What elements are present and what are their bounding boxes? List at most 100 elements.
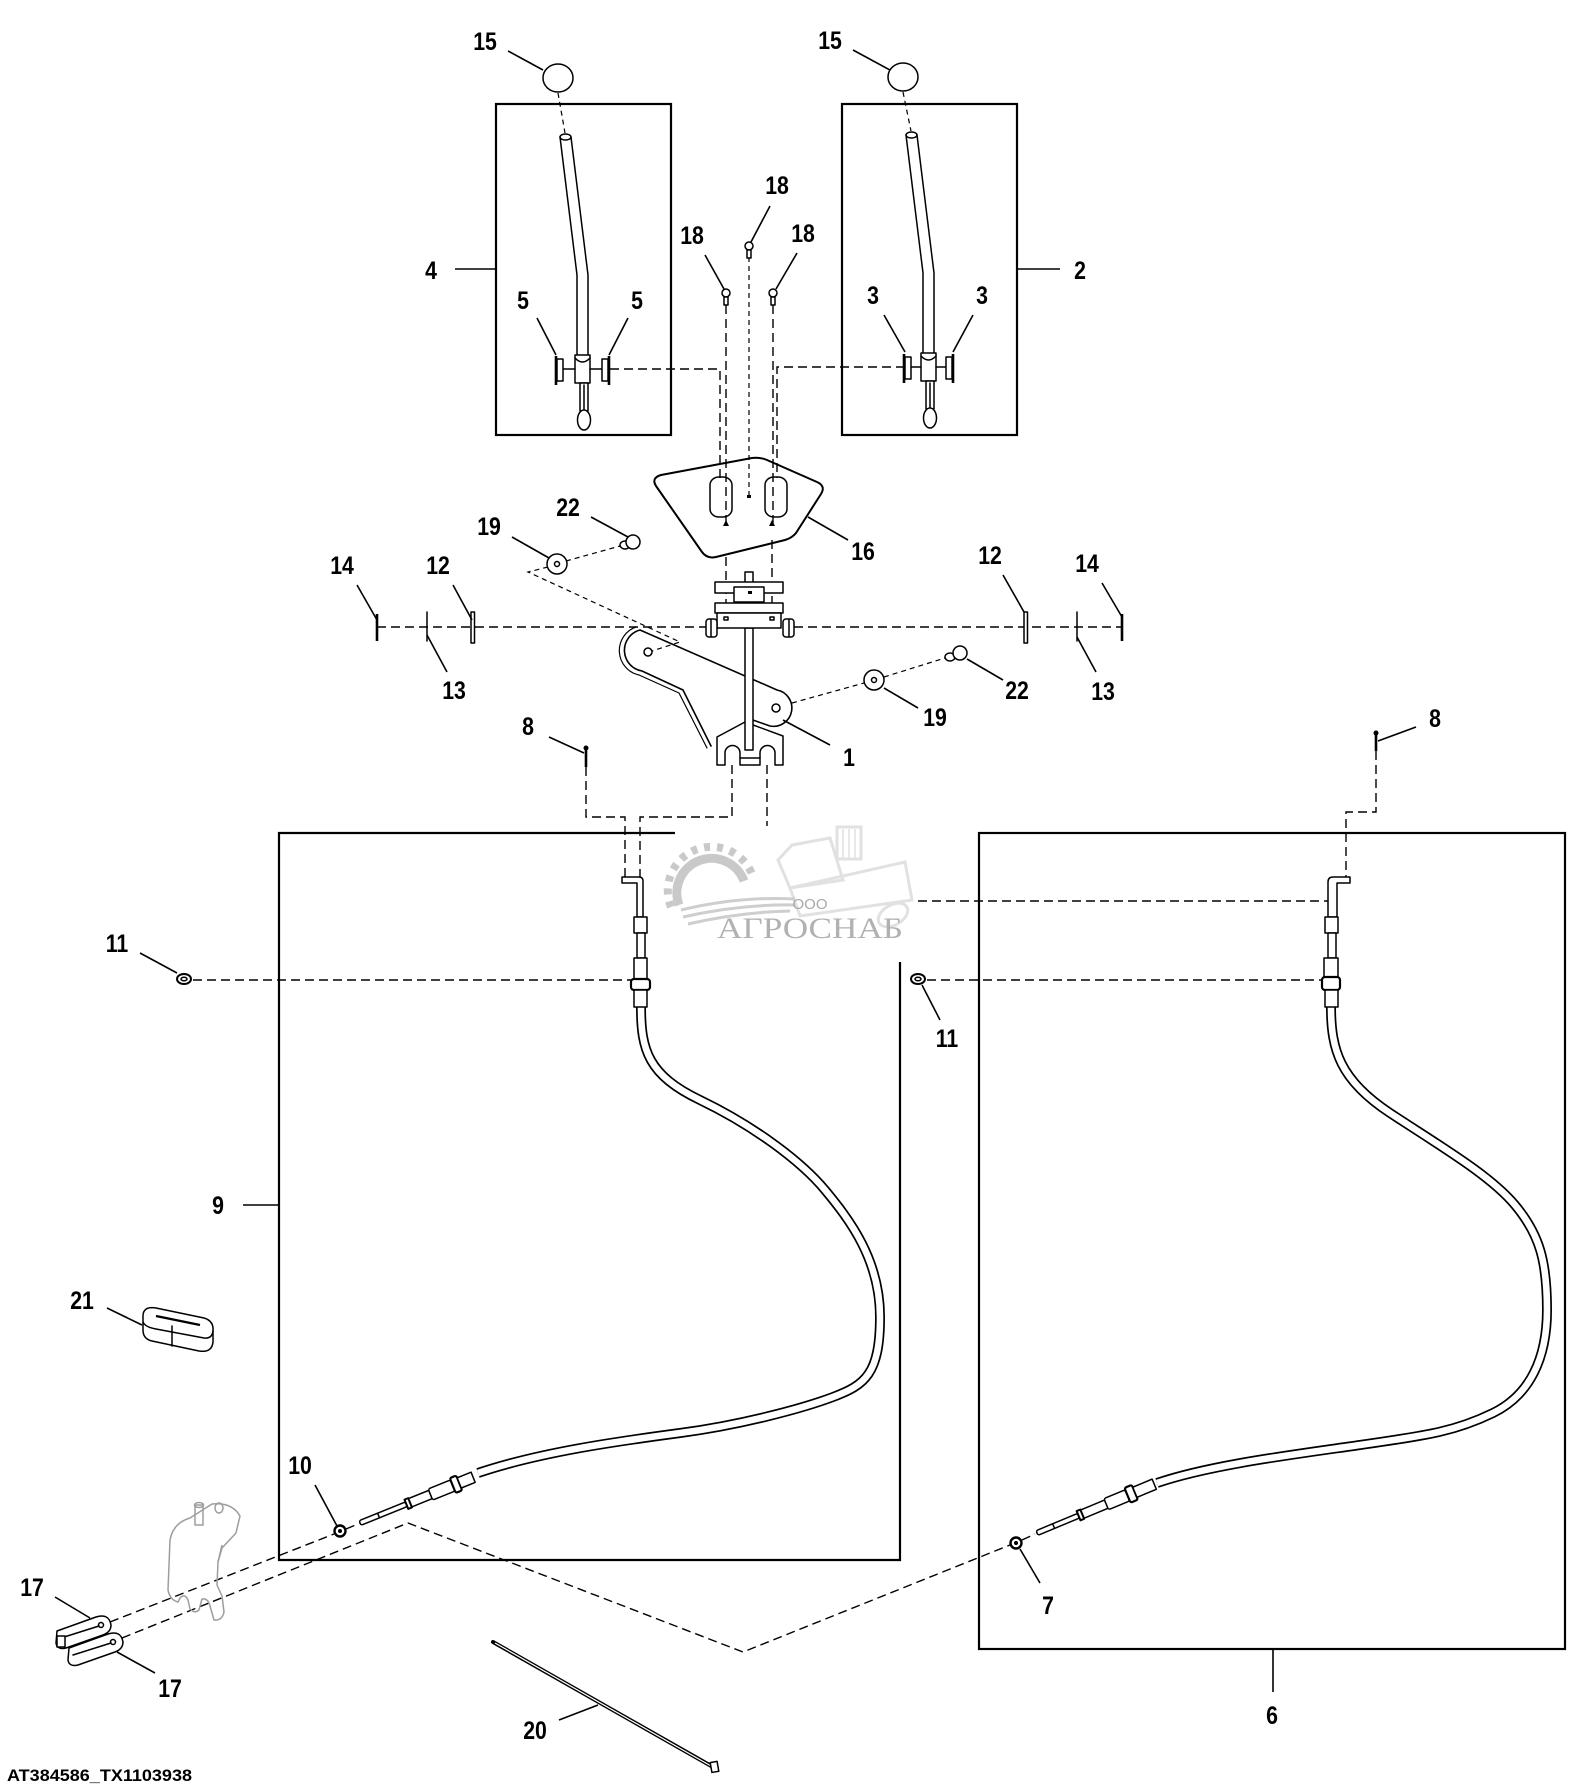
callout-washer-left: 19 xyxy=(477,512,501,540)
cable-ferrule xyxy=(1324,916,1339,934)
nut-10 xyxy=(333,1524,347,1538)
pin-head xyxy=(721,288,731,298)
plate-hole xyxy=(747,495,751,498)
pin-tip xyxy=(723,520,729,526)
gear-teeth xyxy=(663,842,756,909)
callout-knob-right: 15 xyxy=(818,26,842,54)
strap-21 xyxy=(142,1306,214,1353)
leader-line xyxy=(1019,1548,1041,1584)
leader-line xyxy=(1076,636,1097,673)
callout-nut-left: 11 xyxy=(106,929,129,957)
nut-7 xyxy=(1009,1536,1023,1550)
shaft-washer-left xyxy=(470,611,476,644)
cable-sleeve xyxy=(1323,957,1339,978)
callout-pin-a: 18 xyxy=(680,221,704,249)
clevis-edge xyxy=(72,1642,112,1656)
lever-end-cap xyxy=(576,409,592,431)
washer-hole xyxy=(553,560,561,568)
gear-rim xyxy=(672,853,749,907)
leader-line xyxy=(852,49,891,71)
leader-line xyxy=(356,584,378,621)
callout-pin-b: 18 xyxy=(765,171,789,199)
cotter-head xyxy=(583,745,589,751)
pin-shank xyxy=(723,296,729,306)
bolt-head xyxy=(625,534,641,550)
clevis-lower xyxy=(67,1632,124,1667)
shift-lever-right xyxy=(902,131,955,429)
callout-bushing-right-a: 3 xyxy=(867,281,879,309)
callout-strap: 21 xyxy=(70,1286,94,1314)
assembly-line xyxy=(585,767,626,877)
nut-body xyxy=(910,973,926,985)
pin-head xyxy=(744,241,754,251)
callout-clevis-upper: 17 xyxy=(20,1573,44,1601)
harvester-grille xyxy=(842,829,856,858)
harvester-silhouette xyxy=(776,825,914,929)
strap-body xyxy=(142,1306,214,1353)
callout-cable-left: 9 xyxy=(212,1191,224,1219)
cable-sheath xyxy=(476,1006,884,1477)
bushing xyxy=(945,356,953,380)
clevis-edge xyxy=(60,1625,100,1639)
nut-hole xyxy=(914,976,922,982)
callout-shaft-end-right: 14 xyxy=(1075,549,1099,577)
callout-washer-shaft-left: 12 xyxy=(426,551,450,579)
washer-ring xyxy=(546,553,568,575)
pin-18-left xyxy=(721,288,731,306)
callout-nut-end-right: 7 xyxy=(1042,1591,1054,1619)
leader-line xyxy=(314,1484,338,1527)
plate-slot xyxy=(709,476,733,518)
bracket-pin xyxy=(194,1504,204,1526)
cable-left xyxy=(358,876,886,1526)
nut-11-left xyxy=(176,973,192,985)
leader-line xyxy=(1101,582,1123,618)
clevis-upper xyxy=(55,1615,112,1650)
bolt-head xyxy=(952,645,968,661)
washer-ring xyxy=(863,669,885,691)
bracket-outline xyxy=(623,629,793,747)
cable-sheath xyxy=(1155,1006,1551,1487)
callout-knob-left: 15 xyxy=(473,27,497,55)
bolt-left xyxy=(619,534,641,550)
leader-line xyxy=(106,1307,143,1326)
harvester-tank xyxy=(835,825,863,861)
center-block xyxy=(733,586,765,603)
center-block-hole xyxy=(748,591,752,594)
leader-line xyxy=(952,314,974,353)
washer-left xyxy=(546,553,568,575)
washer-right xyxy=(863,669,885,691)
lever-tube xyxy=(905,134,935,356)
cable-end-collar xyxy=(1075,1508,1086,1522)
logo-swoosh xyxy=(680,896,796,926)
pin-18-right xyxy=(768,288,778,306)
callout-nut-right: 11 xyxy=(936,1024,959,1052)
callout-lever-left: 4 xyxy=(425,256,437,284)
leader-line xyxy=(883,687,919,709)
cable-end-line xyxy=(1051,1523,1056,1530)
assembly-line xyxy=(902,91,912,132)
assembly-line xyxy=(610,368,721,478)
cable-right-frame xyxy=(977,831,1567,1651)
assembly-line xyxy=(639,765,733,877)
cable-sleeve xyxy=(633,957,648,980)
callout-ring-right: 13 xyxy=(1091,677,1115,705)
leader-line xyxy=(536,317,557,356)
cable-end-sleeve xyxy=(456,1471,476,1489)
leader-line xyxy=(511,536,550,559)
lever-tube-end xyxy=(559,133,572,141)
pin-shank xyxy=(746,249,752,259)
leader-line xyxy=(704,254,725,290)
cable-right xyxy=(1035,876,1553,1536)
callout-cable-tie: 20 xyxy=(523,1716,547,1744)
callout-washer-right: 19 xyxy=(923,703,947,731)
callout-cotter-right: 8 xyxy=(1429,704,1441,732)
pin-shank xyxy=(770,296,776,306)
callout-cotter-left: 8 xyxy=(522,712,534,740)
clevis-hole xyxy=(109,1638,117,1646)
cable-sleeve xyxy=(1324,989,1339,1008)
lever-hub-curve xyxy=(574,357,591,363)
leader-line xyxy=(558,1704,599,1721)
gate-plate xyxy=(653,456,824,559)
callout-washer-shaft-right: 12 xyxy=(978,541,1002,569)
